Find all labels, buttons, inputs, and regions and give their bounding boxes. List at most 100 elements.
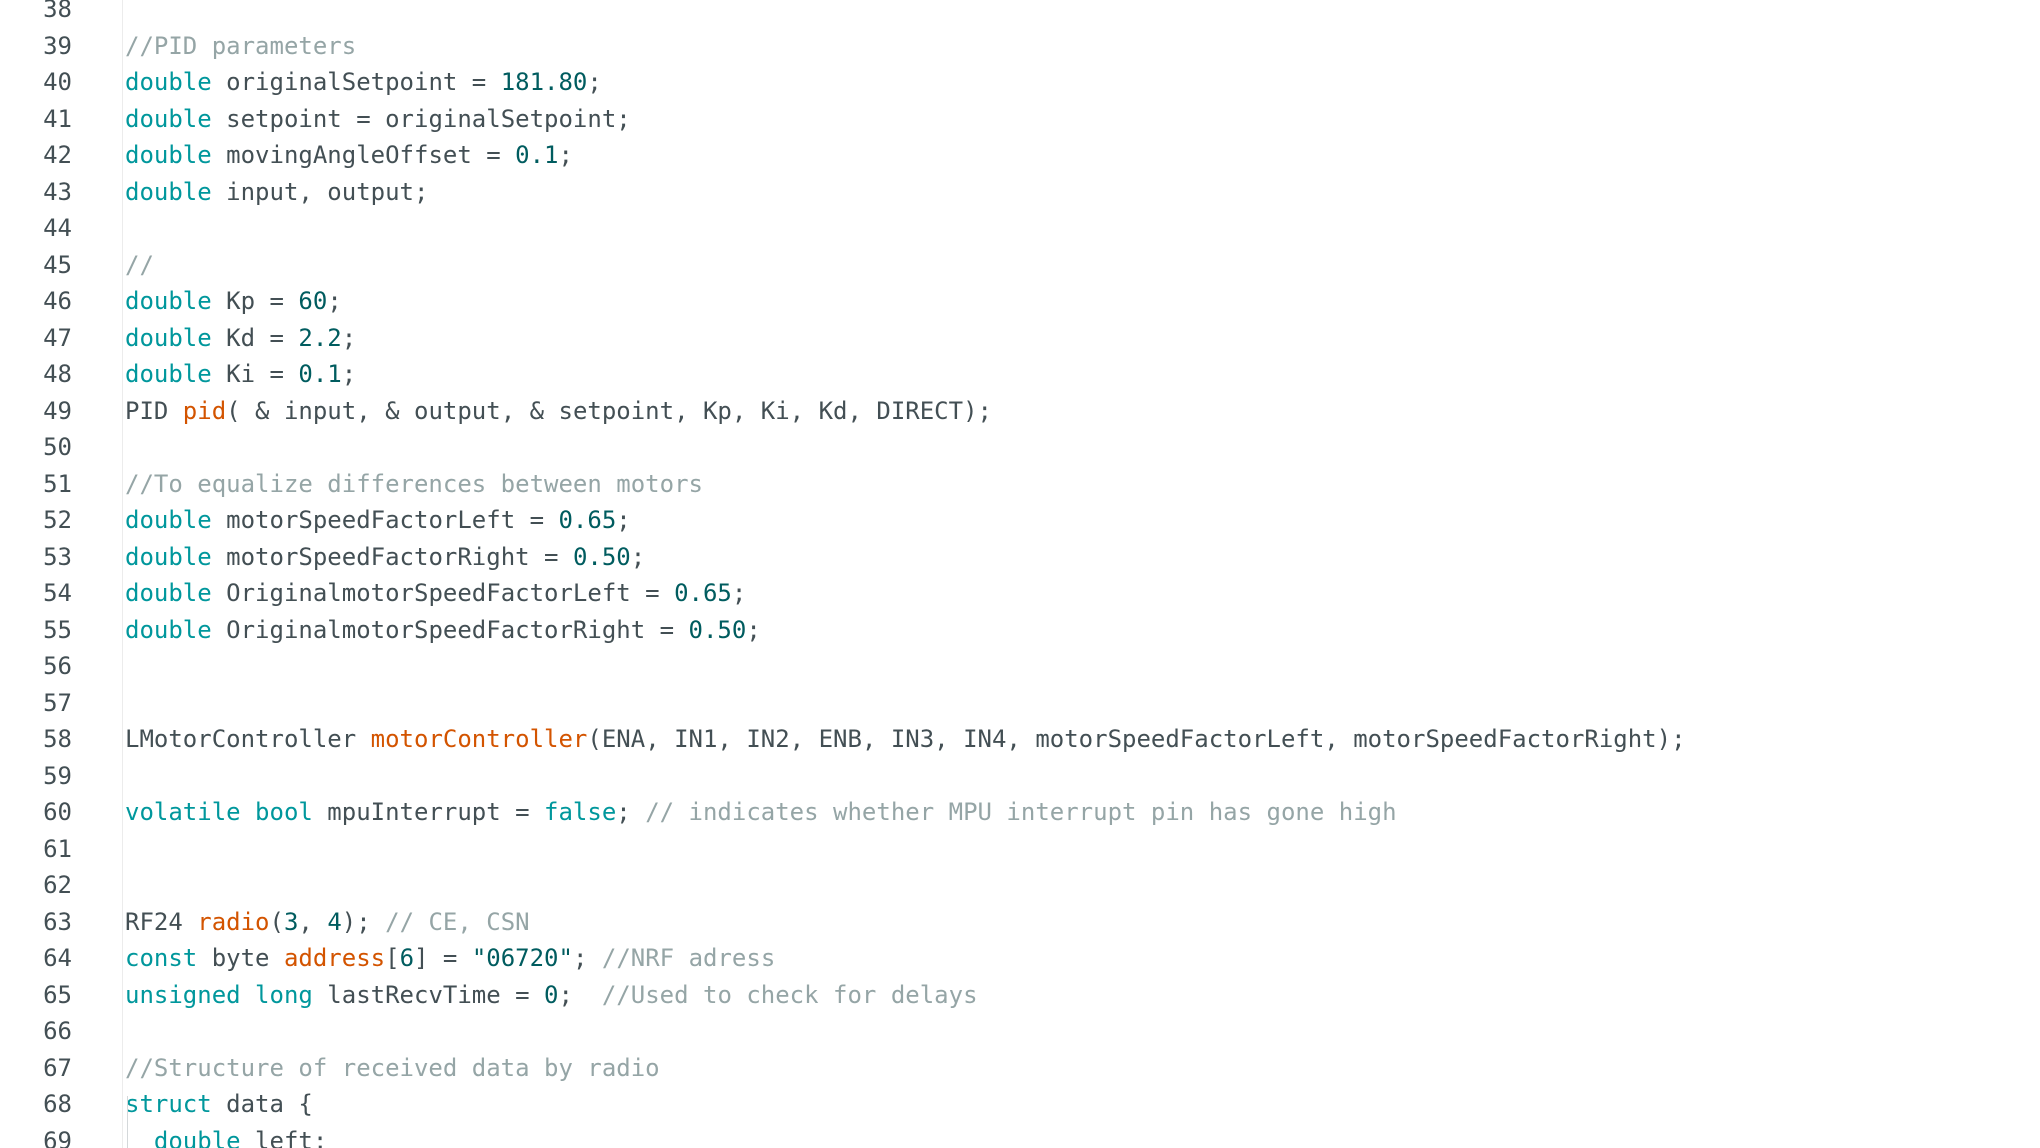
code-token-plain (241, 981, 255, 1009)
code-token-plain: ); (341, 908, 386, 936)
code-token-plain: data { (211, 1090, 313, 1118)
code-token-type: double (125, 178, 212, 206)
line-number: 46 (43, 287, 72, 315)
line-number: 68 (43, 1090, 72, 1118)
code-token-keyword: const (125, 944, 198, 972)
line-number: 67 (43, 1054, 72, 1082)
line-number: 65 (43, 981, 72, 1009)
code-token-comment: // indicates whether MPU interrupt pin h… (645, 798, 1397, 826)
code-line[interactable]: double originalSetpoint = 181.80; (125, 64, 602, 100)
code-token-plain: ( & input, & output, & setpoint, Kp, Ki,… (226, 397, 992, 425)
line-number: 45 (43, 251, 72, 279)
line-number: 51 (43, 470, 72, 498)
line-number: 56 (43, 652, 72, 680)
code-token-type: double (125, 616, 212, 644)
code-token-number: 0.50 (572, 543, 631, 571)
code-line[interactable]: double Kd = 2.2; (125, 320, 356, 356)
code-token-plain: ] = (414, 944, 472, 972)
code-token-func: motorController (370, 725, 588, 753)
line-number: 53 (43, 543, 72, 571)
code-token-number: 0.1 (515, 141, 559, 169)
code-token-plain: lastRecvTime = (312, 981, 545, 1009)
code-token-keyword: unsigned (125, 981, 241, 1009)
code-line[interactable]: // (125, 247, 154, 283)
code-token-plain: ; (327, 287, 342, 315)
code-token-type: double (125, 579, 212, 607)
code-token-number: 0 (544, 981, 559, 1009)
code-token-comment: //PID parameters (125, 32, 357, 60)
code-token-func: radio (197, 908, 270, 936)
code-token-plain (125, 1127, 154, 1148)
code-token-number: 6 (399, 944, 415, 972)
code-line[interactable]: volatile bool mpuInterrupt = false; // i… (125, 794, 1397, 830)
code-token-plain: Ki = (211, 360, 299, 388)
code-line[interactable]: double Ki = 0.1; (125, 356, 356, 392)
code-line[interactable]: double movingAngleOffset = 0.1; (125, 137, 573, 173)
line-number: 48 (43, 360, 72, 388)
line-number: 47 (43, 324, 72, 352)
code-token-plain: ; (558, 981, 602, 1009)
code-token-plain: motorSpeedFactorLeft = (211, 506, 559, 534)
code-line[interactable]: PID pid( & input, & output, & setpoint, … (125, 393, 992, 429)
code-token-type: double (153, 1127, 241, 1148)
code-token-type: double (125, 324, 212, 352)
code-token-plain: setpoint = originalSetpoint; (211, 105, 631, 133)
code-token-type: double (125, 506, 212, 534)
code-line[interactable]: double setpoint = originalSetpoint; (125, 101, 631, 137)
line-number: 41 (43, 105, 72, 133)
code-token-plain: ; (616, 506, 631, 534)
code-token-plain: ; (558, 141, 573, 169)
code-token-number: 2.2 (298, 324, 342, 352)
code-token-plain: ; (746, 616, 761, 644)
code-line[interactable]: double OriginalmotorSpeedFactorRight = 0… (125, 612, 761, 648)
code-token-number: 0.65 (674, 579, 732, 607)
code-line[interactable]: //PID parameters (125, 28, 356, 64)
code-token-plain: OriginalmotorSpeedFactorLeft = (211, 579, 675, 607)
code-line[interactable]: RF24 radio(3, 4); // CE, CSN (125, 904, 530, 940)
code-token-plain: Kp = (211, 287, 299, 315)
code-line[interactable]: //To equalize differences between motors (125, 466, 703, 502)
line-number: 54 (43, 579, 72, 607)
code-token-func: pid (182, 397, 227, 425)
code-line[interactable]: LMotorController motorController(ENA, IN… (125, 721, 1686, 757)
code-token-string: "06720" (471, 944, 573, 972)
line-number: 58 (43, 725, 72, 753)
code-token-number: 60 (298, 287, 328, 315)
code-line[interactable]: struct data { (125, 1086, 313, 1122)
code-token-type: double (125, 141, 212, 169)
code-token-number: 0.1 (298, 360, 342, 388)
code-token-comment: // (125, 251, 154, 279)
code-token-plain: RF24 (125, 908, 198, 936)
line-number: 52 (43, 506, 72, 534)
code-line[interactable]: unsigned long lastRecvTime = 0; //Used t… (125, 977, 978, 1013)
code-token-keyword: false (544, 798, 617, 826)
code-token-number: 0.65 (558, 506, 617, 534)
line-number: 62 (43, 871, 72, 899)
line-number: 42 (43, 141, 72, 169)
code-line[interactable]: double motorSpeedFactorLeft = 0.65; (125, 502, 631, 538)
code-token-keyword: struct (125, 1090, 212, 1118)
code-token-plain: ; (587, 68, 602, 96)
code-token-plain: ( (269, 908, 284, 936)
code-line[interactable]: double left; (125, 1123, 327, 1148)
code-line[interactable]: //Structure of received data by radio (125, 1050, 660, 1086)
code-line[interactable]: const byte address[6] = "06720"; //NRF a… (125, 940, 775, 976)
code-line[interactable]: double Kp = 60; (125, 283, 342, 319)
code-token-number: 0.50 (688, 616, 747, 644)
code-line[interactable]: double input, output; (125, 174, 428, 210)
code-token-number: 4 (327, 908, 342, 936)
code-token-plain: originalSetpoint = (211, 68, 501, 96)
line-number: 43 (43, 178, 72, 206)
line-number: 66 (43, 1017, 72, 1045)
line-number: 59 (43, 762, 72, 790)
line-number: 40 (43, 68, 72, 96)
code-line[interactable]: double OriginalmotorSpeedFactorLeft = 0.… (125, 575, 746, 611)
code-line[interactable]: double motorSpeedFactorRight = 0.50; (125, 539, 645, 575)
code-token-plain: ; (616, 798, 646, 826)
code-token-plain (241, 798, 255, 826)
code-token-comment: //To equalize differences between motors (125, 470, 703, 498)
indent-guide (127, 1096, 128, 1148)
